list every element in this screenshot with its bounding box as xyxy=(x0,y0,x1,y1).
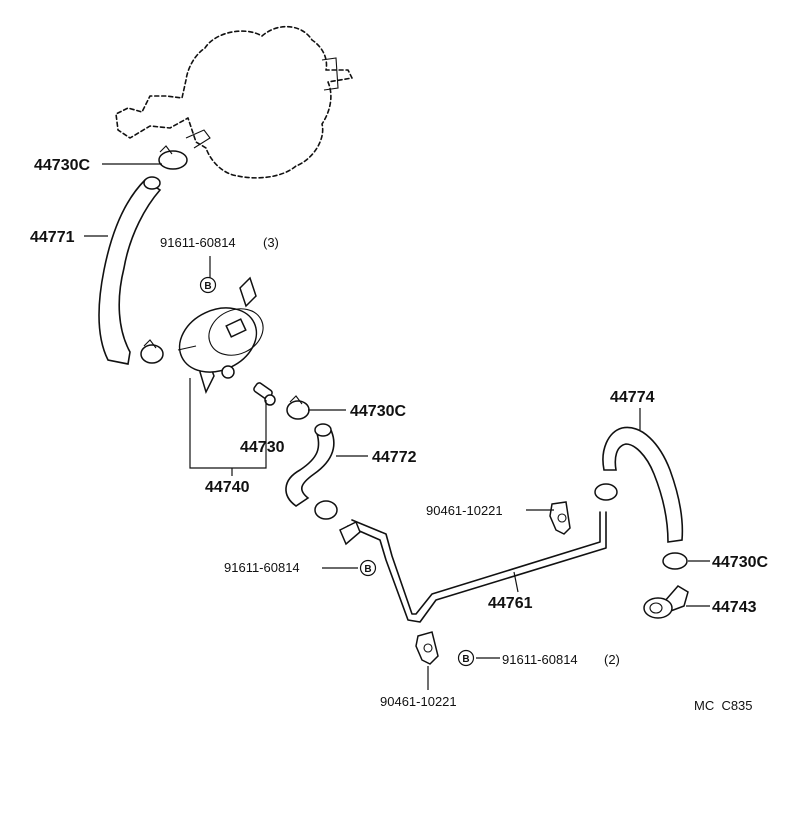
label-hose-right: 44774 xyxy=(610,389,655,406)
label-bolt-lower-left: 91611-60814 xyxy=(224,560,300,575)
union-fitting xyxy=(253,382,276,406)
clamp-top xyxy=(158,145,188,170)
badge-b-pipe: B xyxy=(359,559,377,577)
label-bolt-filter: 91611-60814 xyxy=(160,235,236,250)
figure-code: MC C835 xyxy=(694,698,753,713)
leader-lines xyxy=(84,163,710,690)
clip-upper xyxy=(549,501,571,535)
label-clip-lower: 90461-10221 xyxy=(380,694,457,709)
label-pipe: 44761 xyxy=(488,595,533,612)
hose-left xyxy=(98,176,162,365)
clamp-right xyxy=(662,552,688,570)
label-clamp-right: 44730C xyxy=(712,554,768,571)
label-union: 44730 xyxy=(240,439,285,456)
label-filter-assy: 44740 xyxy=(205,479,250,496)
svg-text:B: B xyxy=(364,564,371,575)
label-bolt-lower: 91611-60814 xyxy=(502,652,578,667)
hose-right xyxy=(602,426,684,543)
clip-lower xyxy=(415,631,439,665)
label-clip-upper: 90461-10221 xyxy=(426,503,503,518)
label-bolt-lower-qty: (2) xyxy=(604,652,620,667)
badge-b-lower: B xyxy=(457,649,475,667)
label-fitting-right: 44743 xyxy=(712,599,757,616)
clamp-pipe-end xyxy=(594,483,618,501)
label-hose-mid: 44772 xyxy=(372,449,417,466)
label-clamp-top: 44730C xyxy=(34,157,90,174)
hose-mid xyxy=(285,423,335,507)
clamp-mid xyxy=(286,395,310,420)
svg-text:B: B xyxy=(462,654,469,665)
label-hose-left: 44771 xyxy=(30,229,75,246)
brake-booster xyxy=(115,25,353,179)
fitting-right xyxy=(643,585,689,619)
clamp-left-bottom xyxy=(140,339,164,364)
label-bolt-filter-qty: (3) xyxy=(263,235,279,250)
label-clamp-mid: 44730C xyxy=(350,403,406,420)
badge-b-filter: B xyxy=(199,276,217,294)
filter-assembly xyxy=(177,276,264,395)
pipe xyxy=(339,511,607,623)
clamp-hose-bottom xyxy=(314,500,338,520)
svg-text:B: B xyxy=(204,281,211,292)
